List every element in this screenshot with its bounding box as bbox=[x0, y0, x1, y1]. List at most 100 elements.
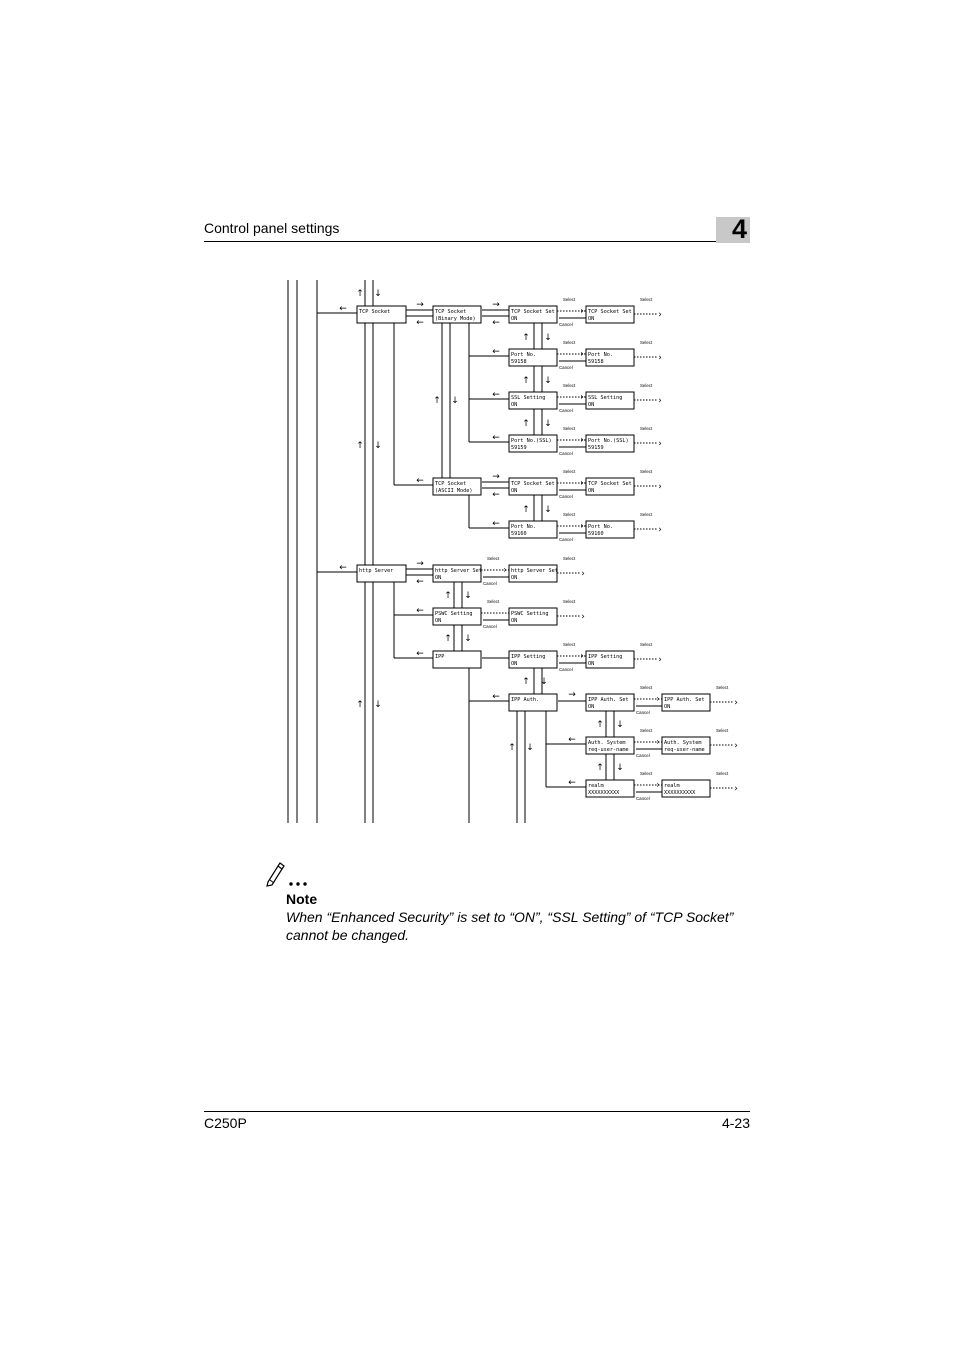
arrow-icon: › bbox=[656, 738, 660, 748]
menu-box-asc_port bbox=[508, 520, 558, 539]
menu-box-label: TCP Socket Set bbox=[588, 481, 632, 487]
menu-box-label: realm bbox=[664, 783, 680, 789]
cancel-label: Cancel bbox=[559, 365, 573, 370]
menu-box-auth_sys_sel bbox=[661, 736, 711, 755]
menu-box-label: Auth. System bbox=[664, 740, 701, 746]
arrow-icon: ↓ bbox=[451, 396, 459, 406]
arrow-icon: › bbox=[580, 350, 584, 360]
menu-box-label: Port No. bbox=[511, 524, 536, 530]
arrow-icon: → bbox=[416, 300, 424, 310]
arrow-icon: › bbox=[581, 569, 585, 579]
chapter-number: 4 bbox=[731, 214, 747, 244]
menu-box-value: ON bbox=[511, 488, 517, 494]
arrow-icon: › bbox=[658, 655, 662, 665]
arrow-icon: ← bbox=[416, 318, 424, 328]
arrow-icon: › bbox=[580, 479, 584, 489]
cancel-label: Cancel bbox=[559, 494, 573, 499]
arrow-icon: ↓ bbox=[544, 505, 552, 515]
menu-box-value: XXXXXXXXXX bbox=[588, 790, 620, 796]
arrow-icon: › bbox=[580, 393, 584, 403]
menu-box-realm_sel bbox=[661, 779, 711, 798]
menu-box-value: ON bbox=[511, 618, 517, 624]
menu-box-bin_set bbox=[508, 305, 558, 324]
select-label: Select bbox=[640, 426, 653, 431]
menu-box-auth_set bbox=[585, 693, 635, 712]
arrow-icon: ↑ bbox=[433, 396, 441, 406]
menu-box-ssl_port_sel bbox=[585, 434, 635, 453]
menu-box-ipp_auth bbox=[508, 693, 558, 712]
menu-box-value: ON bbox=[588, 402, 594, 408]
menu-box-asc_set bbox=[508, 477, 558, 496]
select-label: Select bbox=[563, 642, 576, 647]
menu-box-asc_port_sel bbox=[585, 520, 635, 539]
menu-box-label: TCP Socket Set bbox=[511, 309, 555, 315]
menu-box-value: ON bbox=[588, 661, 594, 667]
arrow-icon: ← bbox=[492, 390, 500, 400]
menu-box-label: SSL Setting bbox=[588, 395, 622, 401]
menu-box-http bbox=[356, 564, 407, 583]
arrow-icon: ← bbox=[339, 563, 347, 573]
menu-box-label: TCP Socket bbox=[359, 309, 390, 315]
arrow-icon: ← bbox=[416, 606, 424, 616]
footer-page-number: 4-23 bbox=[721, 1115, 750, 1131]
menu-box-label: TCP Socket Set bbox=[511, 481, 555, 487]
cancel-label: Cancel bbox=[483, 581, 497, 586]
arrow-icon: ↑ bbox=[522, 333, 530, 343]
select-label: Select bbox=[563, 340, 576, 345]
arrow-icon: › bbox=[734, 784, 738, 794]
menu-box-label: Port No. bbox=[588, 524, 613, 530]
menu-box-value: ON bbox=[511, 661, 517, 667]
select-label: Select bbox=[640, 512, 653, 517]
arrow-icon: › bbox=[503, 566, 507, 576]
select-label: Select bbox=[640, 771, 653, 776]
arrow-icon: ↓ bbox=[616, 720, 624, 730]
cancel-label: Cancel bbox=[636, 710, 650, 715]
menu-box-value: 59159 bbox=[588, 445, 604, 451]
footer-rule bbox=[204, 1111, 750, 1112]
arrow-icon: ↑ bbox=[522, 677, 530, 687]
menu-box-tcp_binary bbox=[432, 305, 482, 324]
menu-box-label: TCP Socket bbox=[435, 309, 466, 315]
arrow-icon: ↑ bbox=[444, 591, 452, 601]
arrow-icon: ↓ bbox=[544, 419, 552, 429]
arrow-icon: › bbox=[658, 310, 662, 320]
arrow-icon: ↑ bbox=[508, 743, 516, 753]
select-label: Select bbox=[563, 599, 576, 604]
select-label: Select bbox=[716, 771, 729, 776]
menu-box-label: IPP Auth. bbox=[511, 697, 539, 703]
arrow-icon: ↓ bbox=[526, 743, 534, 753]
chapter-badge: 4 bbox=[716, 214, 750, 244]
cancel-label: Cancel bbox=[559, 408, 573, 413]
select-label: Select bbox=[640, 728, 653, 733]
select-label: Select bbox=[640, 340, 653, 345]
menu-box-label: IPP Setting bbox=[588, 654, 622, 660]
menu-box-auth_sys bbox=[585, 736, 635, 755]
menu-box-value: req-user-name bbox=[588, 747, 629, 753]
arrow-icon: ↓ bbox=[540, 677, 548, 687]
footer-model: C250P bbox=[204, 1115, 247, 1131]
arrow-icon: ↓ bbox=[616, 763, 624, 773]
menu-box-value: ON bbox=[435, 575, 441, 581]
menu-box-value: ON bbox=[511, 316, 517, 322]
menu-box-value: req-user-name bbox=[664, 747, 705, 753]
arrow-icon: ← bbox=[416, 577, 424, 587]
select-label: Select bbox=[563, 512, 576, 517]
menu-box-value: ON bbox=[588, 704, 594, 710]
arrow-icon: › bbox=[734, 741, 738, 751]
arrow-icon: › bbox=[656, 695, 660, 705]
menu-box-label: Port No. bbox=[511, 352, 536, 358]
arrow-icon: › bbox=[656, 781, 660, 791]
menu-box-value: ON bbox=[435, 618, 441, 624]
arrow-icon: ← bbox=[492, 519, 500, 529]
arrow-icon: ↓ bbox=[374, 700, 382, 710]
arrow-icon: ← bbox=[416, 649, 424, 659]
menu-box-label: TCP Socket Set bbox=[588, 309, 632, 315]
arrow-icon: › bbox=[580, 652, 584, 662]
arrow-icon: › bbox=[581, 612, 585, 622]
arrow-icon: ← bbox=[568, 778, 576, 788]
menu-box-tcp_socket bbox=[356, 305, 407, 324]
select-label: Select bbox=[563, 469, 576, 474]
menu-box-value: XXXXXXXXXX bbox=[664, 790, 696, 796]
menu-box-value: ON bbox=[588, 488, 594, 494]
